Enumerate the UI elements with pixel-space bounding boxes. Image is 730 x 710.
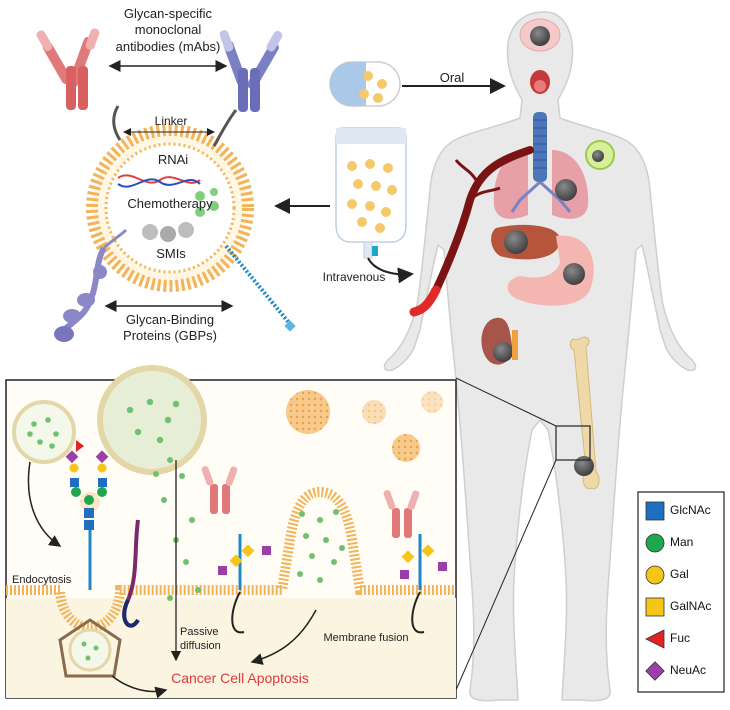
mabs-line1: Glycan-specific	[123, 6, 213, 21]
passive-line2: diffusion	[180, 639, 221, 652]
smis-label: SMIs	[156, 246, 186, 261]
passive-diffusion-label: Passive diffusion	[180, 626, 240, 654]
gbps-line1: Glycan-Binding	[125, 312, 215, 327]
bone-tumor	[574, 456, 594, 476]
liver-tumor	[504, 230, 528, 254]
brain-tumor	[530, 26, 550, 46]
intravenous-label: Intravenous	[322, 270, 386, 284]
iv-arrow	[367, 257, 414, 284]
gbp-protein	[54, 228, 128, 342]
legend-fuc-label: Fuc	[670, 631, 691, 645]
membrane-glycans	[218, 534, 447, 590]
legend-gal-icon	[645, 565, 665, 585]
passive-line1: Passive	[180, 626, 219, 638]
particle-orange-large	[286, 390, 330, 434]
clathrin-vesicle	[58, 618, 122, 678]
linker-label: Linker	[154, 114, 188, 128]
apoptosis-label: Cancer Cell Apoptosis	[171, 670, 309, 686]
membrane-antibody-2	[383, 490, 420, 538]
legend-glyphs	[645, 501, 665, 681]
mabs-label: Glycan-specific monoclonal antibodies (m…	[88, 6, 248, 55]
kidney-tumor	[493, 342, 513, 362]
particle-orange-small	[421, 391, 443, 413]
fusing-vesicle	[97, 365, 207, 475]
oral-pill	[329, 61, 401, 107]
nanoparticle	[86, 124, 254, 292]
iv-bag	[335, 127, 407, 259]
chemotherapy-label: Chemotherapy	[127, 196, 213, 211]
lung-tumor	[555, 179, 577, 201]
rnai-label: RNAi	[157, 152, 189, 167]
particle-orange-mid	[362, 400, 386, 424]
legend-glcnac-icon	[645, 501, 665, 521]
legend-fuc-icon	[645, 629, 665, 649]
gbps-label: Glycan-Binding Proteins (GBPs)	[100, 312, 240, 345]
antibody-red	[36, 28, 122, 141]
antibody-blue	[212, 30, 283, 147]
human-body	[383, 11, 697, 702]
trachea	[533, 112, 547, 182]
endocytosis-vesicle	[12, 400, 76, 464]
mabs-line3: antibodies (mAbs)	[115, 38, 221, 54]
stomach	[507, 235, 594, 306]
body-silhouette	[383, 11, 697, 702]
membrane-fusion-label: Membrane fusion	[323, 632, 409, 644]
femur-bone	[569, 336, 600, 490]
legend-man-label: Man	[670, 535, 694, 549]
endocytosis-label: Endocytosis	[12, 574, 72, 586]
blue-linker-chain	[224, 244, 292, 326]
membrane-fusion-arrow	[250, 609, 317, 665]
legend-neuac-label: NeuAc	[670, 663, 707, 677]
legend-neuac-icon	[645, 661, 665, 681]
legend-man-icon	[645, 533, 665, 553]
legend-gal-label: Gal	[670, 567, 689, 581]
legend-box	[637, 491, 725, 693]
stomach-tumor	[563, 263, 585, 285]
legend-glcnac-label: GlcNAc	[670, 503, 711, 517]
membrane-antibody-1	[201, 466, 238, 514]
zoom-box	[555, 425, 591, 461]
gbps-line2: Proteins (GBPs)	[123, 328, 217, 344]
legend-galnac-icon	[645, 597, 665, 617]
oral-label: Oral	[439, 70, 465, 85]
particle-orange-right	[392, 434, 420, 462]
mabs-line2: monoclonal	[134, 22, 202, 38]
legend-galnac-label: GalNAc	[670, 599, 712, 613]
